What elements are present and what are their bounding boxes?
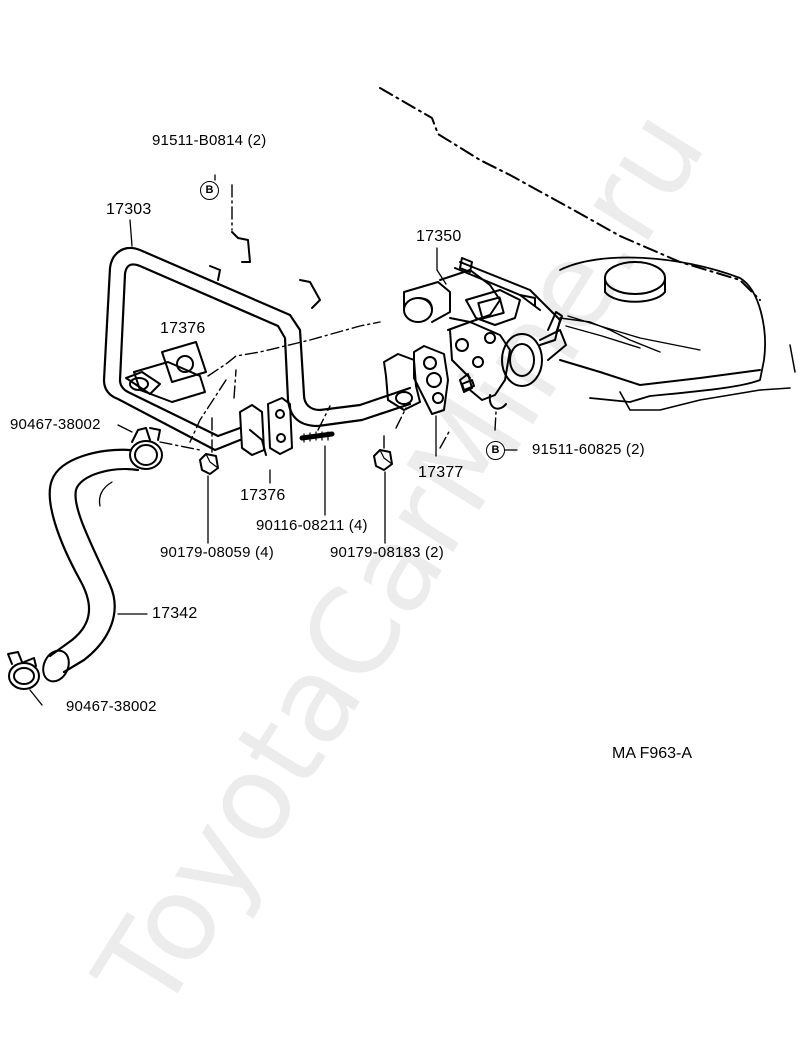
label-clamp-lower: 90467-38002 (66, 698, 157, 715)
label-valve: 17350 (416, 228, 462, 245)
label-gasket-valve: 17377 (418, 464, 464, 481)
label-nut-right: 90179-08183 (2) (330, 544, 444, 561)
bolt-mark-icon-right: B (486, 441, 505, 460)
label-bolt-top: 91511-B0814 (2) (152, 132, 267, 149)
gasket-17376-lower (267, 397, 293, 455)
air-pipe-17303 (102, 231, 412, 456)
hose-17342 (48, 448, 140, 674)
clamp-upper (129, 427, 163, 470)
air-control-valve (403, 257, 567, 410)
gasket-17377 (413, 345, 449, 415)
label-pipe: 17303 (106, 201, 152, 218)
nut-90179-08059 (199, 453, 219, 475)
bolt-mark-icon-top: B (200, 181, 219, 200)
clamp-lower (7, 651, 40, 690)
label-bolt-right: 91511-60825 (2) (532, 441, 645, 458)
stud-90116 (299, 431, 335, 443)
figure-code: MA F963-A (612, 745, 693, 762)
engine-cover-outline (379, 87, 796, 411)
label-gasket-upper: 17376 (160, 320, 206, 337)
label-nut-left: 90179-08059 (4) (160, 544, 274, 561)
label-stud: 90116-08211 (4) (256, 517, 368, 534)
label-hose: 17342 (152, 605, 198, 622)
nut-90179-08183 (373, 449, 393, 471)
label-gasket-lower: 17376 (240, 487, 286, 504)
label-clamp-upper: 90467-38002 (10, 416, 101, 433)
